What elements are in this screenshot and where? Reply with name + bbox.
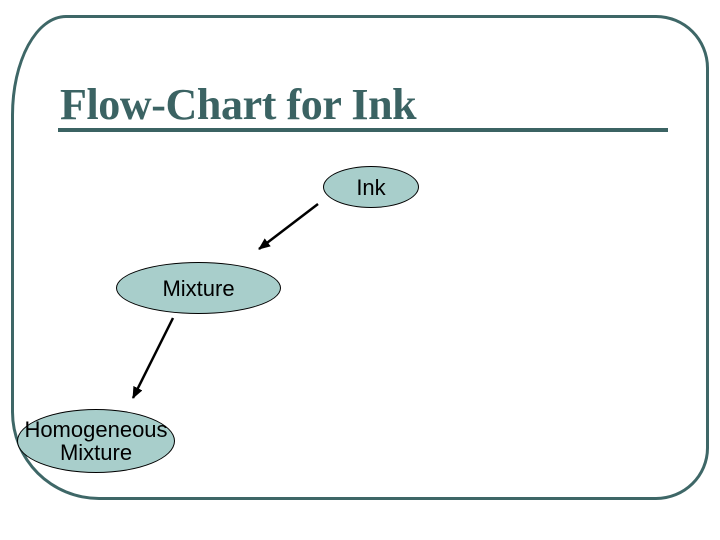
flowchart-node-homogeneous-mixture: Homogeneous Mixture	[17, 409, 175, 473]
node-homogeneous-mixture-label-line1: Homogeneous	[24, 417, 168, 442]
flowchart-node-ink: Ink	[323, 166, 419, 208]
slide-frame-border	[11, 15, 709, 500]
slide-title: Flow-Chart for Ink	[60, 80, 417, 129]
node-homogeneous-mixture-label-line2: Mixture	[59, 440, 133, 465]
flowchart-node-mixture: Mixture	[116, 262, 281, 314]
title-underline-rule	[58, 128, 668, 132]
node-ink-label: Ink	[356, 174, 386, 200]
node-mixture-label: Mixture	[162, 275, 235, 301]
